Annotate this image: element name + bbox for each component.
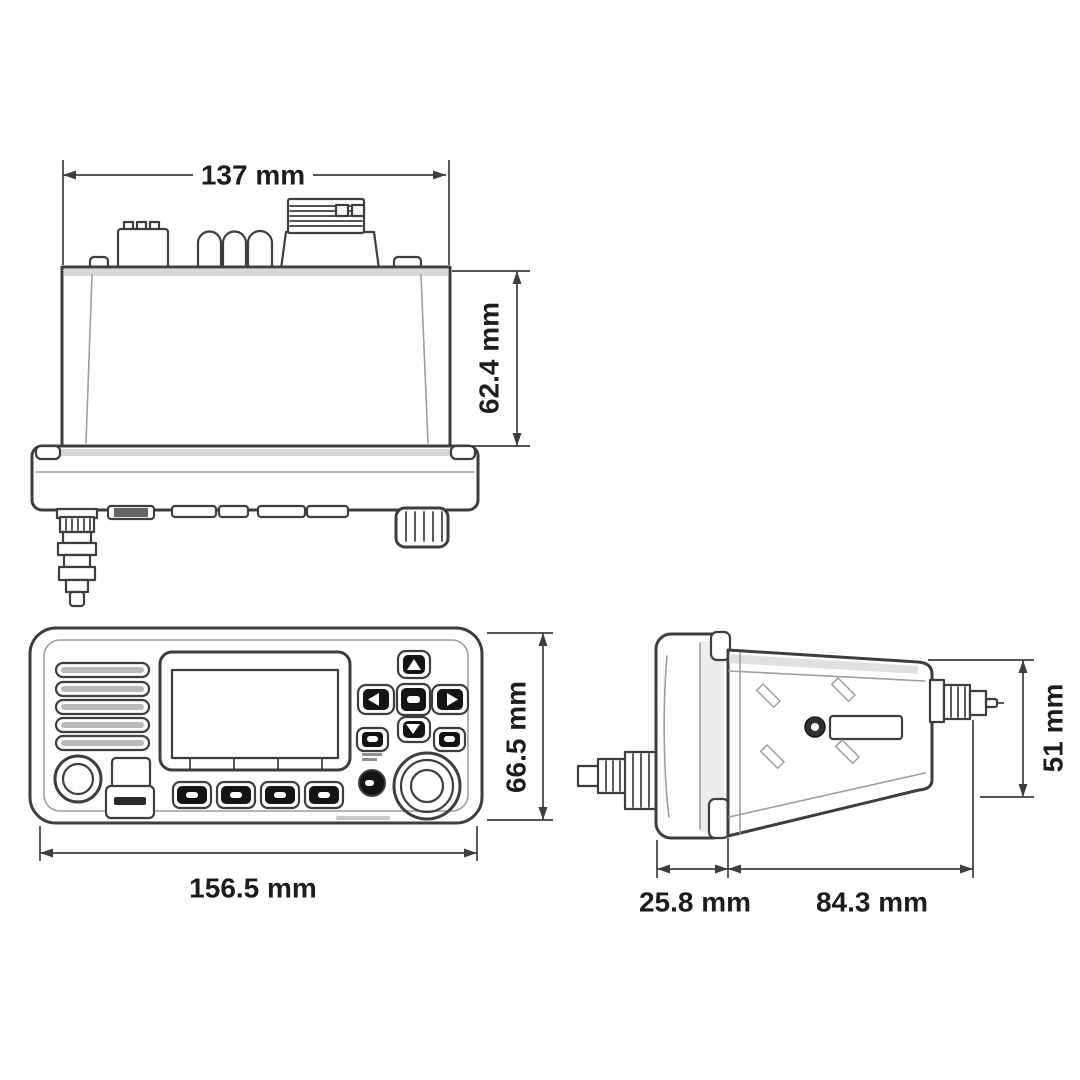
- side-volume-knob: [576, 750, 660, 811]
- softkey-button[interactable]: [303, 780, 345, 810]
- dimension-arrow: [1018, 660, 1028, 673]
- dim-front-height: 66.5 mm: [487, 632, 553, 821]
- dimension-arrow: [657, 864, 670, 874]
- dimension-arrow: [40, 848, 53, 858]
- top-view: 137 mm 62.4 mm: [30, 160, 530, 608]
- mic-connector[interactable]: [104, 756, 156, 820]
- front-panel-bezel: [43, 639, 469, 812]
- lcd-display: [158, 650, 352, 772]
- accessory-connector: [279, 197, 381, 271]
- side-chassis-body: [726, 648, 934, 838]
- speaker-grille: [54, 661, 151, 752]
- dim-top-width: 137 mm: [62, 160, 450, 265]
- side-slot: [828, 714, 904, 741]
- front-view: 66.5 mm 156.5 mm: [28, 626, 553, 904]
- micro-print: [362, 753, 382, 756]
- micro-print: [336, 816, 390, 820]
- dimension-arrow: [728, 864, 741, 874]
- side-body-depth-label: 84.3 mm: [816, 887, 928, 918]
- down-arrow-icon: [406, 724, 420, 734]
- enter-button[interactable]: [395, 682, 432, 717]
- right-button[interactable]: [430, 683, 470, 716]
- top-chassis-shading: [64, 269, 448, 276]
- ribbed-box: [116, 220, 170, 271]
- dimension-arrow: [538, 807, 548, 820]
- dimension-arrow: [512, 271, 522, 284]
- side-height-label: 51 mm: [1038, 684, 1069, 773]
- up-arrow-icon: [407, 659, 421, 670]
- antenna-connector: [55, 507, 99, 608]
- front-height-label: 66.5 mm: [501, 681, 532, 793]
- dim-side-height: 51 mm: [928, 659, 1069, 798]
- function-button-left[interactable]: [355, 726, 390, 753]
- molded-mark: [755, 682, 782, 709]
- channel-knob[interactable]: [392, 751, 462, 821]
- top-front-bezel: [30, 444, 480, 512]
- side-front-panel: [654, 630, 732, 840]
- up-button[interactable]: [396, 649, 432, 680]
- side-front-depth-label: 25.8 mm: [639, 887, 751, 918]
- dimension-arrow: [464, 848, 477, 858]
- molded-mark: [834, 738, 861, 765]
- dimension-arrow: [538, 633, 548, 646]
- micro-print: [362, 758, 377, 761]
- dimension-arrow: [1018, 784, 1028, 797]
- molded-mark: [759, 743, 786, 770]
- dim-front-width: 156.5 mm: [39, 826, 478, 904]
- top-depth-label: 62.4 mm: [474, 302, 505, 414]
- right-arrow-icon: [447, 693, 458, 706]
- softkey-button[interactable]: [259, 780, 301, 810]
- top-width-label: 137 mm: [201, 160, 305, 191]
- dimension-arrow: [960, 864, 973, 874]
- molded-mark: [830, 676, 857, 703]
- softkey-button[interactable]: [171, 780, 213, 810]
- dimension-arrow: [433, 170, 446, 180]
- dim-top-depth: 62.4 mm: [452, 270, 530, 447]
- dim-side-depths: 25.8 mm 84.3 mm: [639, 720, 974, 918]
- left-arrow-icon: [368, 693, 379, 706]
- dimension-arrow: [63, 170, 76, 180]
- power-button[interactable]: [358, 769, 386, 797]
- left-button[interactable]: [356, 683, 396, 716]
- dimension-arrow: [512, 433, 522, 446]
- side-view: 51 mm 25.8 mm 84.3 mm: [576, 630, 1069, 918]
- function-button-right[interactable]: [432, 726, 467, 753]
- softkey-button[interactable]: [215, 780, 257, 810]
- dimension-arrow: [715, 864, 728, 874]
- volume-knob[interactable]: [53, 754, 103, 804]
- front-width-label: 156.5 mm: [189, 873, 317, 904]
- knob-top-profile: [394, 506, 450, 549]
- side-antenna-connector: [928, 678, 1004, 724]
- dpad: [355, 649, 470, 753]
- front-edge-notches: [106, 504, 350, 521]
- down-button[interactable]: [396, 715, 432, 744]
- softkey-row: [171, 780, 345, 810]
- top-chassis-outline: [60, 265, 452, 449]
- cable-loops: [196, 229, 274, 271]
